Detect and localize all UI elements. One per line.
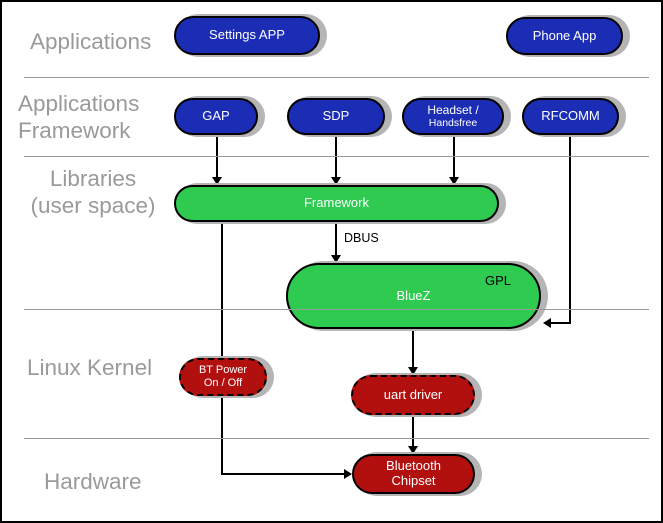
connector-bluez-to-uart	[412, 329, 414, 368]
node-bt-power: BT Power On / Off	[179, 358, 267, 396]
node-label: Framework	[303, 195, 369, 211]
node-label: SDP	[322, 108, 350, 124]
node-settings-app: Settings APP	[174, 16, 320, 55]
arrowhead-sdp-to-framework-icon	[331, 177, 341, 185]
connector-headset-to-framework	[453, 131, 455, 179]
layer-label-line: Framework	[18, 117, 131, 143]
node-label: Chipset	[391, 473, 436, 488]
node-rfcomm: RFCOMM	[522, 98, 619, 135]
separator-libraries-kernel	[24, 309, 649, 310]
connector-sdp-to-framework	[335, 132, 337, 179]
node-label: On / Off	[203, 377, 243, 389]
node-label: BT Power	[198, 364, 248, 377]
connector-framework-to-chipset-horizontal	[221, 473, 345, 475]
connector-rfcomm-vertical	[569, 135, 571, 324]
arrowhead-gap-to-framework-icon	[212, 177, 222, 185]
layer-label-line: Applications	[18, 91, 140, 116]
arrowhead-framework-to-bluez-icon	[331, 255, 341, 263]
node-label: uart driver	[383, 386, 443, 402]
arrowhead-uart-to-chipset-icon	[408, 446, 418, 454]
separator-kernel-hardware	[24, 438, 649, 439]
arrowhead-rfcomm-to-bluez-icon	[543, 318, 551, 328]
node-sdp: SDP	[287, 98, 385, 135]
layer-label-linux-kernel: Linux Kernel	[27, 355, 153, 380]
node-bluez: GPL BlueZ	[286, 263, 541, 329]
node-label: Phone App	[532, 27, 597, 43]
layer-label-line: Libraries	[49, 166, 137, 191]
separator-framework-libraries	[24, 156, 649, 157]
node-label: RFCOMM	[541, 108, 600, 124]
node-framework: Framework	[174, 185, 499, 222]
node-label: GAP	[202, 108, 230, 124]
connector-framework-to-chipset-vertical	[221, 222, 223, 475]
separator-applications-framework	[24, 77, 649, 78]
gpl-badge: GPL	[484, 273, 511, 288]
arrowhead-headset-to-framework-icon	[449, 177, 459, 185]
layer-label-applications-framework: Applications Framework	[18, 91, 140, 144]
node-phone-app: Phone App	[506, 17, 623, 55]
node-bluetooth-chipset: Bluetooth Chipset	[352, 454, 475, 494]
connector-framework-to-bluez	[335, 222, 337, 257]
node-label: Handsfree	[428, 117, 478, 130]
node-label: Headset /	[427, 102, 479, 117]
arrowhead-bluez-to-uart-icon	[408, 367, 418, 375]
arrowhead-to-chipset-left-icon	[344, 469, 352, 479]
layer-label-libraries: Libraries (user space)	[14, 166, 172, 219]
node-label: BlueZ	[396, 287, 431, 303]
connector-gap-to-framework	[216, 135, 218, 179]
node-label: Bluetooth	[386, 458, 441, 474]
layer-label-hardware: Hardware	[44, 469, 142, 494]
node-gap: GAP	[174, 98, 258, 135]
dbus-label: DBUS	[344, 231, 379, 245]
node-uart-driver: uart driver	[351, 375, 475, 415]
layer-label-applications: Applications	[30, 29, 152, 54]
node-headset-handsfree: Headset / Handsfree	[402, 98, 504, 135]
connector-uart-to-chipset	[412, 415, 414, 447]
node-label: Settings APP	[209, 27, 285, 43]
layer-label-line: (user space)	[30, 192, 156, 218]
connector-rfcomm-horizontal	[551, 322, 571, 324]
